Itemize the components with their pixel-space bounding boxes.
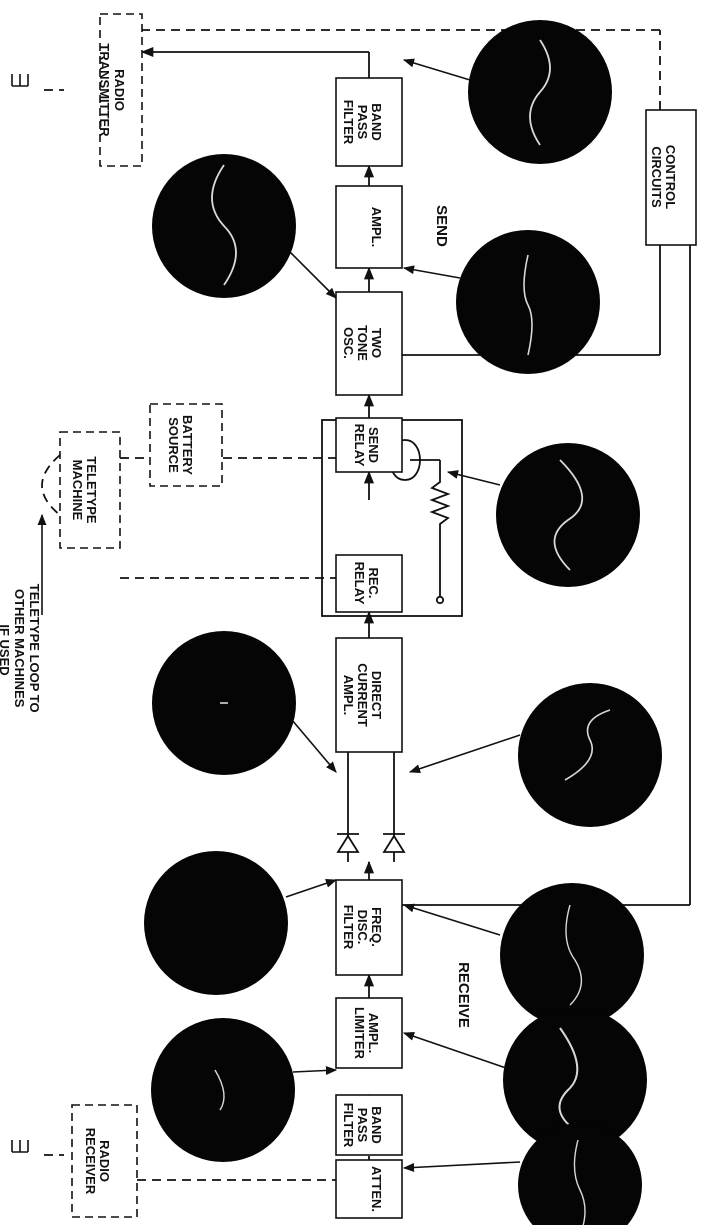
detector-diodes <box>337 752 405 862</box>
svg-text:TWOTONEOSC.: TWOTONEOSC. <box>341 325 384 361</box>
svg-text:BATTERYSOURCE: BATTERYSOURCE <box>166 415 195 475</box>
svg-text:FREQ.DISC.FILTER: FREQ.DISC.FILTER <box>341 905 384 950</box>
svg-text:SENDRELAY: SENDRELAY <box>352 424 381 467</box>
scope-display <box>518 683 662 827</box>
block-send-relay: SENDRELAY <box>336 418 402 472</box>
scope-display <box>496 443 640 587</box>
teletype-loop-label: TELETYPE LOOP TO OTHER MACHINES IF USED <box>0 584 42 716</box>
block-teletype-machine: TELETYPEMACHINE <box>60 432 120 548</box>
block-freq-disc-filter: FREQ.DISC.FILTER <box>336 880 402 975</box>
svg-text:CONTROLCIRCUITS: CONTROLCIRCUITS <box>649 145 678 209</box>
receive-label: RECEIVE <box>455 962 472 1028</box>
block-radio-receiver: RADIORECEIVER <box>72 1105 137 1217</box>
block-ampl-limiter: AMPL.LIMITER <box>336 998 402 1068</box>
block-rec-relay: REC.RELAY <box>336 555 402 612</box>
svg-text:ATTEN.: ATTEN. <box>369 1166 384 1212</box>
block-atten: ATTEN. <box>336 1160 402 1218</box>
block-band-pass-filter-send: BANDPASSFILTER <box>336 78 402 166</box>
block-ampl-send: AMPL. <box>336 186 402 268</box>
svg-text:BANDPASSFILTER: BANDPASSFILTER <box>341 100 384 145</box>
scope-display <box>144 851 288 995</box>
svg-text:REC.RELAY: REC.RELAY <box>352 562 381 605</box>
send-label: SEND <box>433 205 450 247</box>
block-battery-source: BATTERYSOURCE <box>150 404 222 486</box>
svg-text:TELETYPEMACHINE: TELETYPEMACHINE <box>70 456 99 524</box>
block-two-tone-osc: TWOTONEOSC. <box>336 292 402 395</box>
scope-traces <box>144 20 662 1225</box>
block-control-circuits: CONTROLCIRCUITS <box>646 110 696 245</box>
block-direct-current-ampl: DIRECTCURRENTAMPL. <box>336 638 402 752</box>
svg-text:BANDPASSFILTER: BANDPASSFILTER <box>341 1103 384 1148</box>
svg-text:AMPL.LIMITER: AMPL.LIMITER <box>352 1007 381 1060</box>
block-radio-transmitter: RADIOTRANSMITTER <box>97 14 142 166</box>
block-band-pass-filter-receive: BANDPASSFILTER <box>336 1095 402 1155</box>
svg-text:AMPL.: AMPL. <box>369 207 384 247</box>
